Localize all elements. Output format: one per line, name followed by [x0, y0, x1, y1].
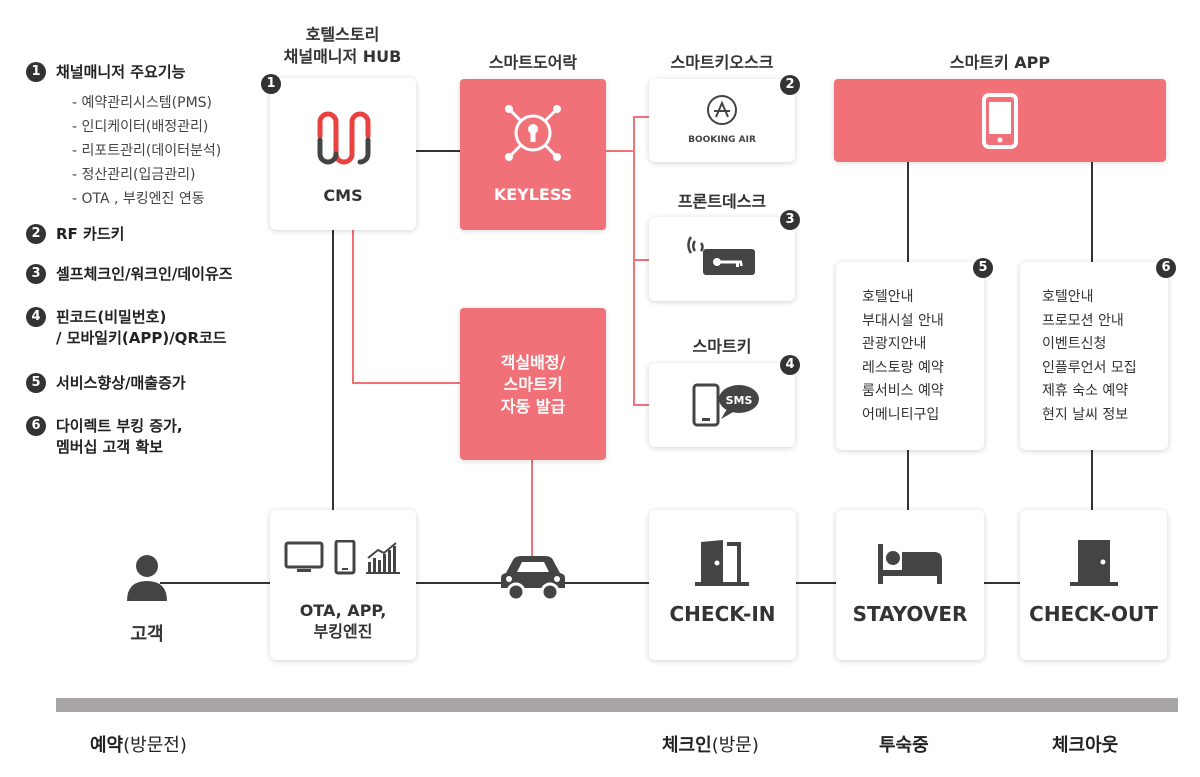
timeline-line: [984, 582, 1020, 584]
number-badge: 2: [26, 224, 46, 244]
legend-title: 다이렉트 부킹 증가,멤버십 고객 확보: [56, 417, 183, 456]
customer-label: 고객: [130, 624, 164, 645]
doorlock-title: 스마트도어락: [488, 53, 578, 72]
legend-subitem: - 예약관리시스템(PMS): [72, 95, 212, 111]
phone-sms-icon: SMS: [692, 383, 759, 427]
frontdesk-card[interactable]: [649, 217, 795, 301]
legend-subitem: - OTA , 부킹엔진 연동: [72, 191, 205, 207]
number-badge: 2: [780, 75, 800, 95]
channel-icons: [284, 540, 400, 575]
connector-line: [531, 460, 533, 560]
connector-line: [352, 230, 354, 383]
connector-line: [1091, 162, 1093, 262]
smartkey-title: 스마트키: [692, 337, 752, 356]
cms-label: CMS: [323, 186, 363, 205]
channels-label: OTA, APP,부킹엔진: [299, 601, 387, 641]
door-open-icon: [695, 540, 749, 586]
bed-icon: [878, 544, 942, 584]
number-badge: 3: [26, 264, 46, 284]
stayover-card[interactable]: STAYOVER: [836, 510, 984, 660]
number-badge: 6: [1156, 258, 1176, 278]
person-icon: [127, 555, 167, 601]
number-badge: 5: [973, 258, 993, 278]
legend-title: 서비스향상/매출증가: [56, 374, 186, 392]
stage-stay: 투숙중: [879, 735, 929, 756]
chart-icon: [366, 542, 400, 574]
stage-reservation: 예약(방문전): [90, 735, 187, 756]
card-key-icon: [687, 236, 755, 275]
legend-item-6: 6 다이렉트 부킹 증가,멤버십 고객 확보: [26, 416, 183, 458]
sms-badge-text: SMS: [726, 394, 753, 407]
checkin-label: CHECK-IN: [669, 602, 776, 626]
mobile-icon: [334, 540, 356, 575]
connector-line: [633, 259, 649, 261]
number-badge: 6: [26, 416, 46, 436]
checkout-label: CHECK-OUT: [1029, 602, 1158, 626]
cms-logo-icon: [317, 111, 371, 165]
legend-subitem: - 정산관리(입금관리): [72, 167, 196, 183]
legend-subitem: - 인디케이터(배정관리): [72, 119, 209, 135]
number-badge: 3: [780, 210, 800, 230]
keyless-label: KEYLESS: [493, 185, 573, 204]
channels-card[interactable]: OTA, APP,부킹엔진: [270, 510, 416, 660]
connector-line: [907, 162, 909, 262]
stage-checkout: 체크아웃: [1052, 735, 1119, 756]
number-badge: 4: [780, 355, 800, 375]
connector-line: [352, 382, 460, 384]
door-closed-icon: [1070, 540, 1118, 586]
legend-title: RF 카드키: [56, 225, 125, 243]
legend-item-5: 5 서비스향상/매출증가: [26, 373, 186, 394]
checkout-card[interactable]: CHECK-OUT: [1020, 510, 1167, 660]
legend-item-3: 3 셀프체크인/워크인/데이유즈: [26, 264, 233, 285]
number-badge: 5: [26, 373, 46, 393]
connector-line: [633, 404, 649, 406]
legend-item-2: 2 RF 카드키: [26, 224, 124, 245]
smartkey-card[interactable]: SMS: [649, 363, 795, 447]
legend-item-4: 4 핀코드(비밀번호)/ 모바일키(APP)/QR코드: [26, 307, 227, 349]
keyhole-icon: [505, 105, 561, 161]
smartphone-icon: [982, 93, 1018, 149]
connector-line: [907, 450, 909, 510]
cms-card[interactable]: CMS: [270, 78, 416, 230]
connector-line: [332, 230, 334, 510]
checkin-card[interactable]: CHECK-IN: [649, 510, 796, 660]
number-badge: 1: [26, 62, 46, 82]
frontdesk-title: 프론트데스크: [677, 192, 767, 211]
connector-line: [633, 116, 635, 406]
number-badge: 1: [261, 74, 281, 94]
app-title: 스마트키 APP: [949, 53, 1051, 72]
keyless-card[interactable]: KEYLESS: [460, 79, 606, 230]
booking-air-logo-text: BOOKING AIR: [688, 135, 756, 145]
legend-title: 셀프체크인/워크인/데이유즈: [56, 265, 233, 283]
connector-line: [1091, 450, 1093, 510]
timeline-bar: [56, 698, 1178, 712]
timeline-line: [796, 582, 836, 584]
number-badge: 4: [26, 307, 46, 327]
app-banner[interactable]: [834, 79, 1166, 162]
legend-item-1: 1 채널매니저 주요기능: [26, 62, 185, 83]
stayover-label: STAYOVER: [852, 602, 968, 626]
connector-line: [633, 116, 649, 118]
monitor-icon: [284, 541, 324, 572]
booking-air-logo-icon: [707, 95, 737, 125]
legend-title: 채널매니저 주요기능: [56, 63, 186, 81]
legend-subitem: - 리포트관리(데이터분석): [72, 143, 222, 159]
connector-line: [606, 150, 634, 152]
stage-checkin: 체크인(방문): [662, 735, 759, 756]
connector-line: [416, 150, 460, 152]
kiosk-title: 스마트키오스크: [670, 53, 774, 72]
legend-title: 핀코드(비밀번호)/ 모바일키(APP)/QR코드: [56, 308, 227, 347]
car-icon: [501, 556, 565, 602]
kiosk-card[interactable]: BOOKING AIR: [649, 79, 795, 162]
